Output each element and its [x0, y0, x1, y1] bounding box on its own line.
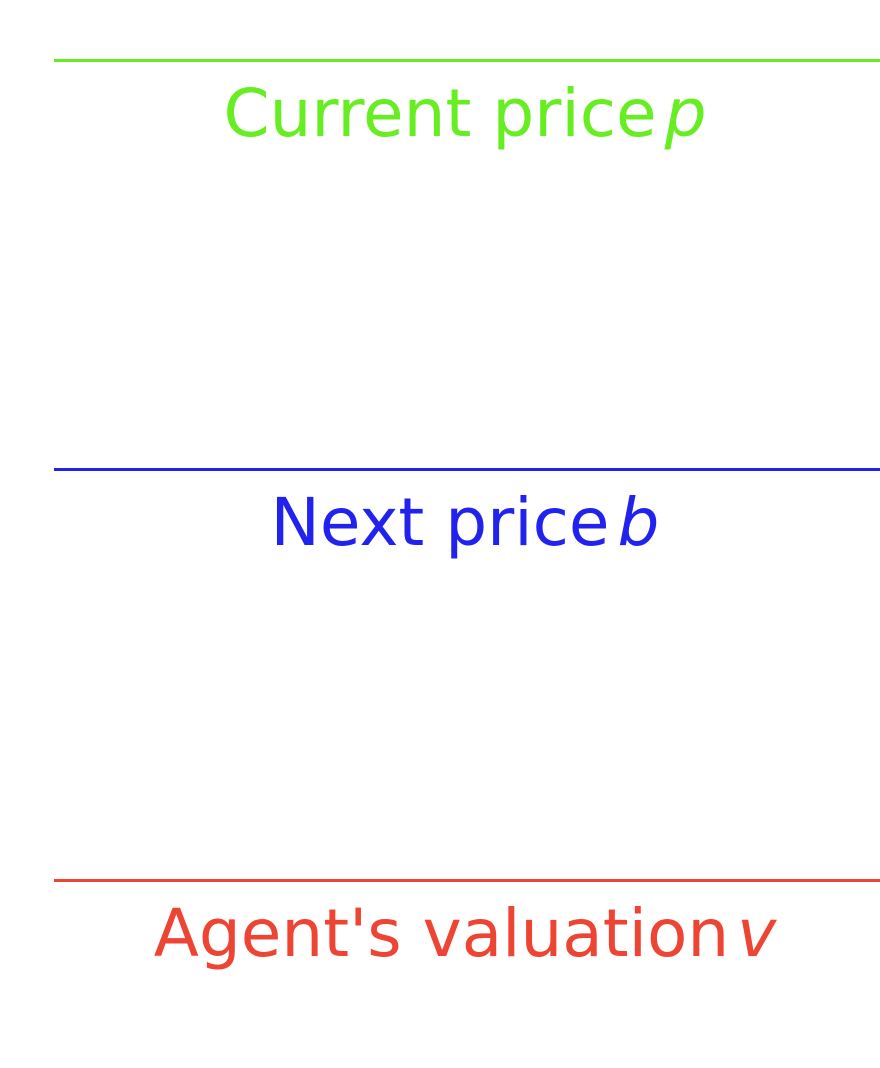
next-price-variable: b — [617, 484, 660, 561]
next-price-text: Next price — [270, 484, 610, 561]
agent-valuation-line — [54, 879, 880, 882]
current-price-variable: p — [664, 75, 707, 152]
current-price-text: Current price — [223, 75, 657, 152]
agent-valuation-text: Agent's valuation — [153, 895, 730, 972]
current-price-line — [54, 59, 880, 62]
agent-valuation-variable: v — [737, 895, 777, 972]
next-price-line — [54, 468, 880, 471]
